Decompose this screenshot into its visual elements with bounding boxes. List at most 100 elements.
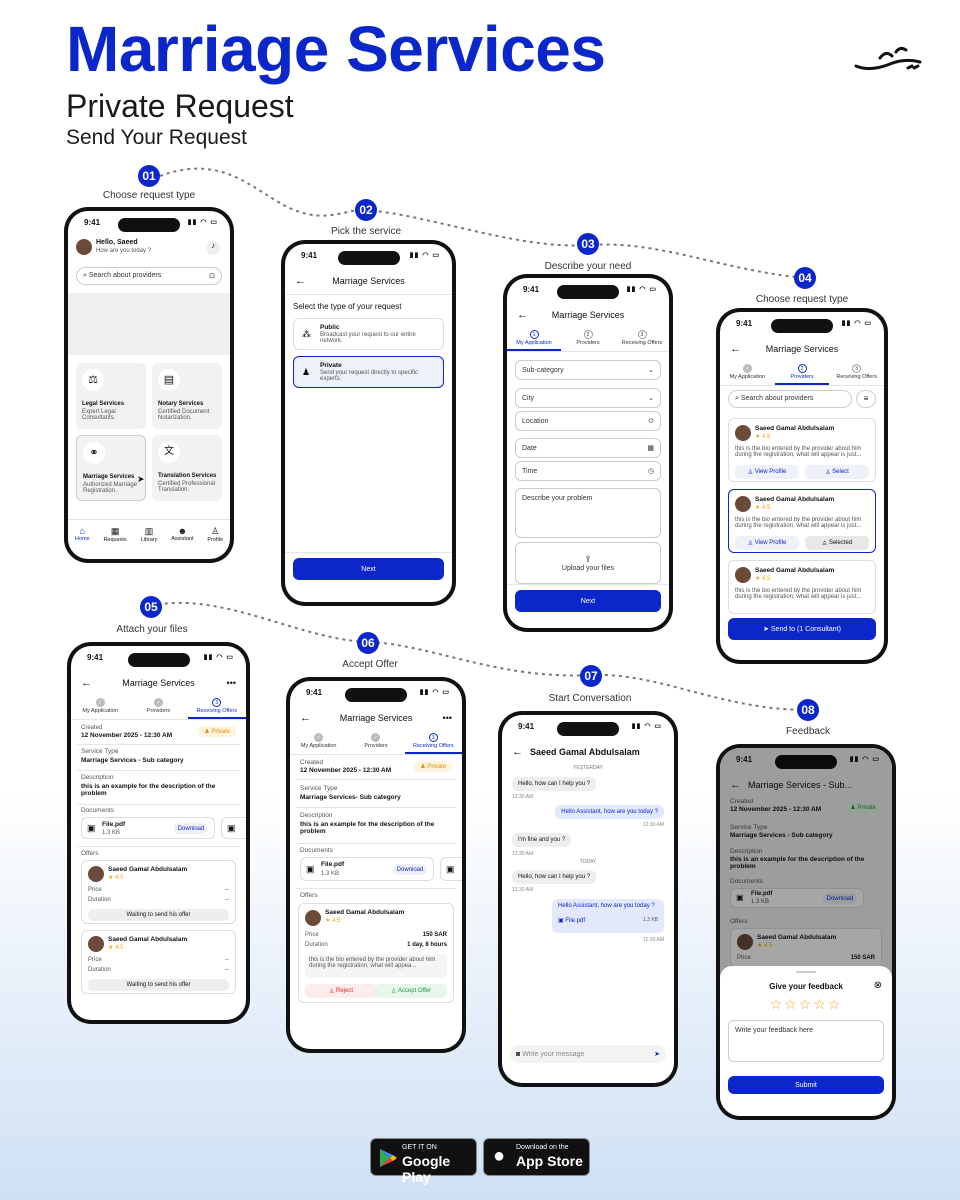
back-arrow-icon[interactable]: ← — [730, 343, 741, 355]
service-marriage[interactable]: ⚭ Marriage Services Authorized Marriage … — [76, 435, 146, 501]
file-icon: ▣ — [306, 864, 315, 874]
download-button[interactable]: Download — [393, 864, 427, 875]
document-file[interactable]: ▣ File.pdf 1.3 KB Download — [300, 857, 434, 881]
page-tagline: Send Your Request — [66, 126, 247, 149]
city-select[interactable]: City⌄ — [515, 388, 661, 408]
clock-icon: ◷ — [647, 468, 654, 475]
avatar — [76, 239, 92, 255]
feedback-textarea[interactable]: Write your feedback here — [728, 1020, 884, 1062]
service-notary[interactable]: ▤ Notary Services Certified Document Not… — [152, 363, 222, 429]
back-arrow-icon[interactable]: ← — [730, 779, 741, 791]
back-arrow-icon[interactable]: ← — [81, 677, 92, 689]
offer-card[interactable]: Saeed Gamal Abdulsalam ★ 4.5 Price-- Dur… — [81, 860, 236, 924]
subcategory-select[interactable]: Sub-category⌄ — [515, 360, 661, 380]
document-file-2[interactable]: ▣ — [221, 817, 246, 839]
accept-offer-button[interactable]: ♙ Accept Offer — [375, 984, 447, 998]
back-arrow-icon[interactable]: ← — [295, 275, 306, 287]
view-profile-button[interactable]: ♙ View Profile — [735, 536, 799, 550]
search-input[interactable]: ⌕ Search about providers — [728, 390, 852, 408]
service-legal[interactable]: ⚖ Legal Services Expert Legal Consultant… — [76, 363, 146, 429]
created-date: 12 November 2025 - 12:30 AM — [81, 732, 173, 739]
service-translation[interactable]: 文 Translation Services Certified Profess… — [152, 435, 222, 501]
next-button[interactable]: Next — [515, 590, 661, 612]
star-icon: ★ — [755, 434, 761, 440]
option-private[interactable]: ♟ Private Send your request directly to … — [293, 356, 444, 388]
rating-stars[interactable]: ☆☆☆☆☆ — [720, 996, 892, 1013]
provider-card[interactable]: Saeed Gamal Abdulsalam ★ 4.5 this is the… — [728, 418, 876, 482]
title-bar: ←Marriage Services••• — [71, 672, 246, 694]
next-button[interactable]: Next — [293, 558, 444, 580]
nav-requests[interactable]: ▦Requests — [103, 526, 127, 543]
phone-feedback: 9:41▮▮ ◠ ▭ ←Marriage Services - Sub... C… — [716, 744, 896, 1120]
describe-textarea[interactable]: Describe your problem — [515, 488, 661, 538]
back-arrow-icon[interactable]: ← — [300, 712, 311, 724]
message-in: Hello, how can I help you ? — [512, 777, 597, 791]
view-profile-button[interactable]: ♙ View Profile — [735, 465, 799, 479]
chevron-down-icon: ⌄ — [648, 367, 654, 374]
banner[interactable] — [68, 293, 230, 355]
nav-library[interactable]: ▥Library — [140, 526, 158, 543]
message-input[interactable]: ◙ Write your message➤ — [510, 1045, 666, 1063]
google-play-button[interactable]: GET IT ON Google Play — [370, 1138, 477, 1185]
search-input[interactable]: ⌕ Search about providers⊡ — [76, 267, 222, 285]
scan-icon[interactable]: ⊡ — [209, 273, 215, 280]
step-badge-8: 08 — [797, 699, 819, 721]
phone-request-type: 9:41▮▮ ◠ ▭ ←Marriage Services Select the… — [281, 240, 456, 606]
service-type: Marriage Services - Sub category — [81, 757, 184, 764]
time-field[interactable]: Time◷ — [515, 461, 661, 481]
upload-area[interactable]: ⇪Upload your files — [515, 542, 661, 584]
selected-button[interactable]: ♙ Selected — [805, 536, 869, 550]
send-button[interactable]: ➤ Send to (1 Consultant) — [728, 618, 876, 640]
day-divider: YESTERDAY — [573, 765, 603, 771]
select-button[interactable]: ♙ Select — [805, 465, 869, 479]
step-badge-7: 07 — [580, 665, 602, 687]
message-in: Hello, how can I help you ? — [512, 870, 597, 884]
document-file[interactable]: ▣ File.pdf 1.3 KB Download — [81, 817, 215, 839]
nav-profile[interactable]: ♙Profile — [207, 526, 224, 543]
filter-icon[interactable]: ≡ — [856, 390, 876, 408]
more-icon[interactable]: ••• — [442, 713, 452, 723]
avatar — [88, 866, 104, 882]
message-in: I'm fine and you ? — [512, 833, 572, 847]
send-icon[interactable]: ➤ — [654, 1051, 660, 1058]
reject-button[interactable]: ♙ Reject — [305, 984, 377, 998]
back-arrow-icon[interactable]: ← — [512, 746, 523, 758]
offer-card[interactable]: Saeed Gamal Abdulsalam ★ 4.5 Price-- Dur… — [81, 930, 236, 994]
subgreeting: How are you today ? — [96, 248, 152, 254]
private-badge: ♟ Private — [414, 761, 452, 772]
tab-my-application[interactable]: ✓My Application — [729, 364, 766, 380]
document-icon: ▤ — [158, 369, 180, 391]
broadcast-icon: ⁂ — [302, 329, 311, 339]
star-icon: ☆ — [827, 996, 843, 1012]
home-icon: ⌂ — [79, 526, 85, 536]
title-bar: ←Marriage Services — [285, 270, 452, 292]
bell-icon[interactable]: ♪ — [206, 241, 220, 255]
nav-home[interactable]: ⌂Home — [74, 526, 90, 542]
location-field[interactable]: Location⊙ — [515, 411, 661, 431]
submit-button[interactable]: Submit — [728, 1076, 884, 1094]
provider-card-selected[interactable]: Saeed Gamal Abdulsalam ★ 4.5 this is the… — [728, 489, 876, 553]
date-field[interactable]: Date▦ — [515, 438, 661, 458]
status-time: 9:41 — [84, 218, 101, 227]
page-subtitle: Private Request — [66, 88, 294, 124]
back-arrow-icon[interactable]: ← — [517, 309, 528, 321]
provider-card[interactable]: Saeed Gamal Abdulsalam ★ 4.5 this is the… — [728, 560, 876, 614]
close-icon[interactable]: ⊗ — [873, 980, 882, 991]
nav-assistant[interactable]: ☻Assistant — [171, 526, 194, 542]
avatar — [735, 496, 751, 512]
option-public[interactable]: ⁂ Public Broadcast your request to our e… — [293, 318, 444, 350]
app-store-button[interactable]: ● Download on the App Store — [483, 1138, 590, 1176]
download-button[interactable]: Download — [174, 823, 208, 834]
upload-icon: ⇪ — [584, 554, 592, 564]
waiting-status: Waiting to send his offer — [88, 979, 229, 991]
more-icon[interactable]: ••• — [226, 678, 236, 688]
translate-icon: 文 — [158, 441, 180, 463]
signal-icon: ▮▮ ◠ ▭ — [187, 219, 218, 226]
